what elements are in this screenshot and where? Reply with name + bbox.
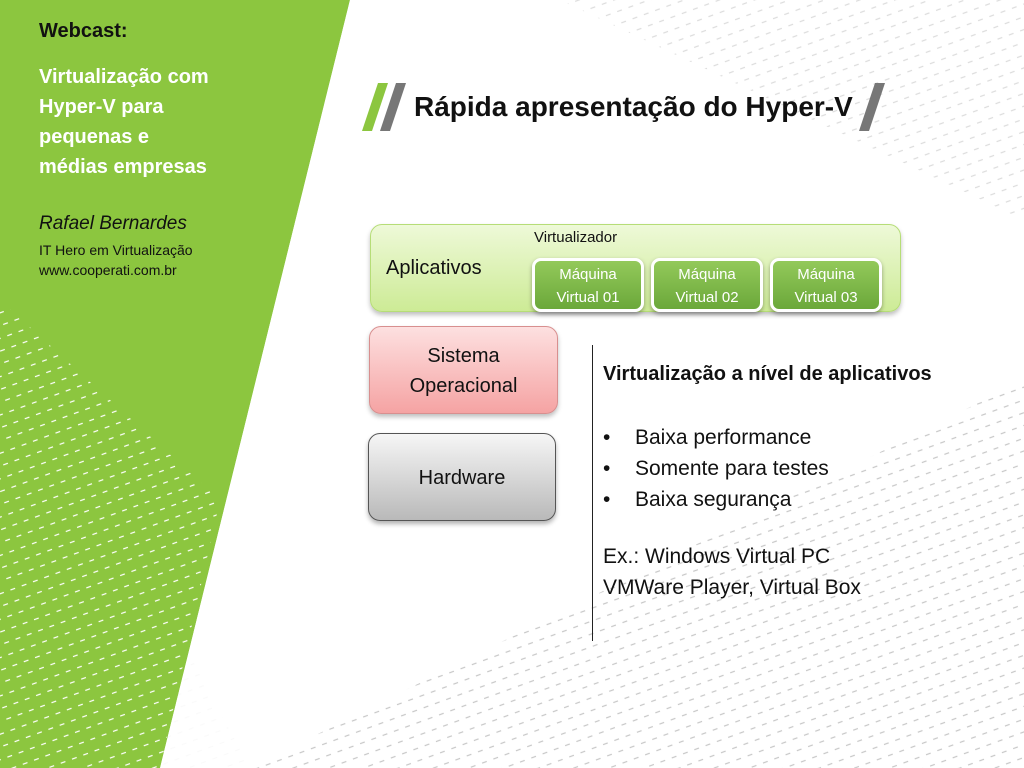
- virtual-machine-03: Máquina Virtual 03: [770, 258, 882, 312]
- example-line-2: VMWare Player, Virtual Box: [603, 576, 861, 599]
- info-bullet-list: •Baixa performance •Somente para testes …: [603, 422, 829, 515]
- list-item: • Baixa performance: [603, 422, 829, 453]
- example-line-1: Ex.: Windows Virtual PC: [603, 545, 831, 568]
- background-dash-texture-right: [420, 0, 1024, 220]
- os-line2: Operacional: [409, 375, 518, 397]
- author-role: IT Hero em Virtualização: [39, 242, 193, 258]
- bullet-icon: •: [603, 488, 611, 511]
- hardware-layer: Hardware: [368, 433, 556, 521]
- bullet-text: Baixa performance: [635, 426, 812, 449]
- webcast-title: Virtualização com Hyper-V para pequenas …: [39, 66, 209, 178]
- applications-layer: Aplicativos Virtualizador Máquina Virtua…: [370, 224, 901, 312]
- sidebar-dash-texture: [0, 300, 220, 768]
- virtual-machine-01: Máquina Virtual 01: [532, 258, 644, 312]
- applications-label: Aplicativos: [386, 257, 482, 279]
- slash-right-icon: [858, 83, 885, 131]
- bullet-text: Somente para testes: [635, 457, 829, 480]
- vm-line1: Máquina: [797, 266, 855, 283]
- bullet-icon: •: [603, 457, 611, 480]
- vm-line1: Máquina: [678, 266, 736, 283]
- slide-title: Rápida apresentação do Hyper-V: [414, 91, 853, 122]
- background-dash-texture: [0, 300, 1024, 768]
- virtual-machine-02: Máquina Virtual 02: [651, 258, 763, 312]
- bullet-icon: •: [603, 426, 611, 449]
- hardware-label: Hardware: [418, 467, 506, 489]
- list-item: • Somente para testes: [603, 453, 829, 484]
- background-white-wedge: [160, 0, 420, 768]
- os-line1: Sistema: [427, 345, 500, 367]
- vm-line2: Virtual 03: [794, 289, 858, 306]
- operating-system-layer: Sistema Operacional: [369, 326, 558, 414]
- info-heading: Virtualização a nível de aplicativos: [603, 363, 932, 385]
- list-item: • Baixa segurança: [603, 484, 829, 515]
- slide-title-group: Rápida apresentação do Hyper-V: [362, 82, 887, 132]
- author-name: Rafael Bernardes: [39, 213, 187, 234]
- virtualizer-label: Virtualizador: [534, 229, 618, 246]
- webcast-label: Webcast:: [39, 20, 128, 42]
- vertical-divider: [592, 345, 593, 641]
- vm-line1: Máquina: [559, 266, 617, 283]
- bullet-text: Baixa segurança: [635, 488, 792, 511]
- vm-line2: Virtual 02: [675, 289, 739, 306]
- vm-line2: Virtual 01: [556, 289, 620, 306]
- author-site: www.cooperati.com.br: [39, 262, 177, 278]
- double-slash-left-icon: [362, 83, 406, 131]
